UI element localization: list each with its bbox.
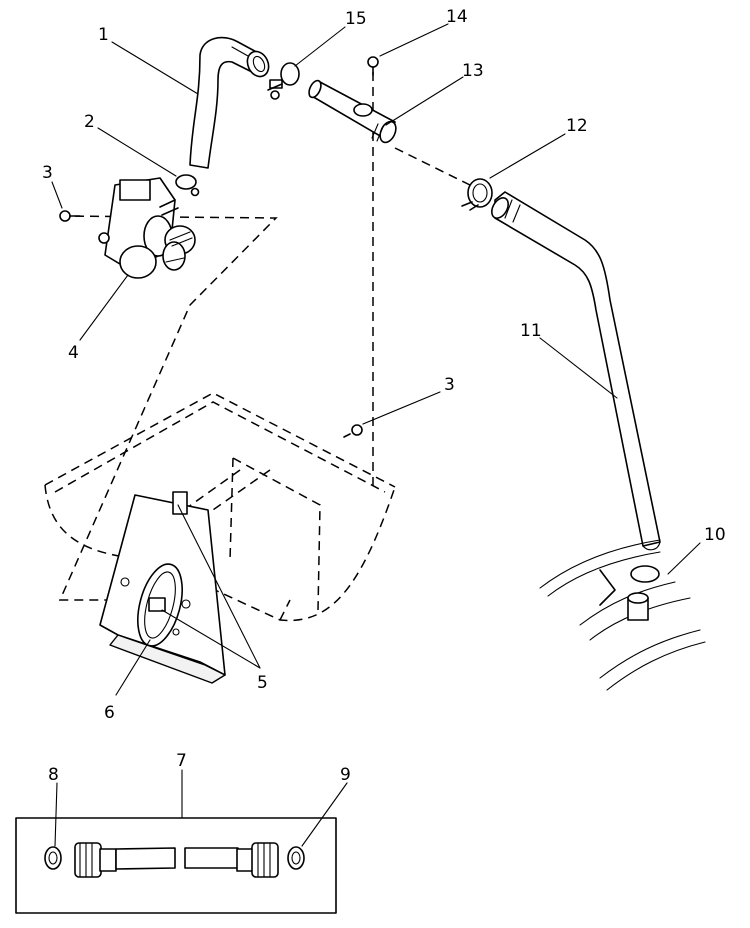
callout-12: 12 xyxy=(566,116,588,136)
leader-lines xyxy=(51,23,701,847)
callout-2: 2 xyxy=(84,112,95,132)
callout-3-cabinet-screw: 3 xyxy=(444,375,455,395)
callout-10: 10 xyxy=(704,525,726,545)
callout-5: 5 xyxy=(257,673,268,693)
drain-hose-11 xyxy=(491,191,661,551)
callout-6: 6 xyxy=(104,703,115,723)
assembly-dashed-lines xyxy=(44,72,471,622)
callout-9: 9 xyxy=(340,765,351,785)
connector-tube-13 xyxy=(308,79,397,144)
inlet-hose-7 xyxy=(15,817,337,914)
spring-clamp-12 xyxy=(461,178,493,211)
callout-4: 4 xyxy=(68,343,79,363)
elbow-hose xyxy=(189,36,270,169)
callout-13: 13 xyxy=(462,61,484,81)
callout-14: 14 xyxy=(446,7,468,27)
mounting-bracket-6 xyxy=(99,491,226,684)
callout-11: 11 xyxy=(520,321,542,341)
callout-labels: 1 2 3 4 5 6 7 8 9 10 11 12 13 14 15 3 xyxy=(42,7,726,785)
screw-14 xyxy=(367,56,379,76)
tub-outlet-10 xyxy=(539,539,706,691)
callout-1: 1 xyxy=(98,25,109,45)
callout-8: 8 xyxy=(48,765,59,785)
callout-7: 7 xyxy=(176,751,187,771)
clamp-2 xyxy=(175,174,200,197)
clamp-15 xyxy=(267,62,300,100)
screws-3 xyxy=(59,210,363,438)
callout-3-valve-screw: 3 xyxy=(42,163,53,183)
callout-15: 15 xyxy=(345,9,367,29)
water-valve-4 xyxy=(98,177,196,279)
